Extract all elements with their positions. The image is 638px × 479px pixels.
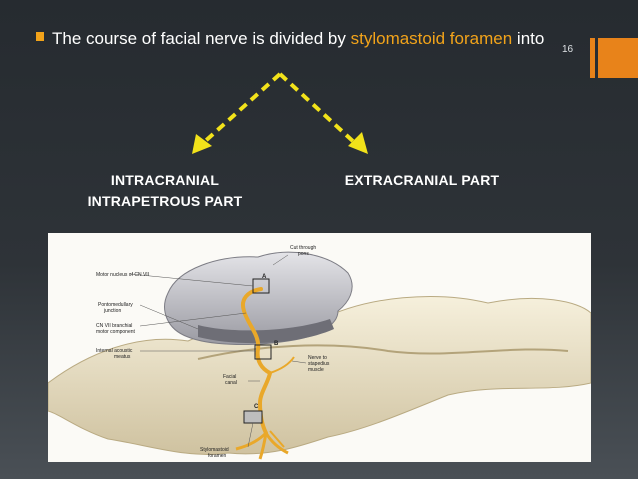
square-bullet-icon bbox=[36, 32, 44, 41]
label-pontomedullary-1: Pontomedullary bbox=[98, 302, 133, 308]
pons-cut-face bbox=[198, 319, 334, 344]
facial-nerve-branch bbox=[264, 432, 289, 455]
leader-stapedius bbox=[291, 360, 307, 364]
division-arrows bbox=[192, 72, 368, 154]
stapedius-nerve bbox=[269, 356, 295, 374]
facial-nerve-illustration: A B C Motor nucleus of CN VII Cut throug… bbox=[48, 233, 591, 462]
marker-box-c bbox=[243, 410, 263, 424]
label-facial-canal-2: canal bbox=[225, 380, 237, 386]
slide-number: 16 bbox=[562, 44, 574, 55]
arrow-left-head bbox=[192, 134, 212, 154]
label-branchial-1: CN VII branchial bbox=[96, 323, 132, 329]
pons-section bbox=[164, 251, 353, 345]
label-cut-through-1: Cut through bbox=[290, 245, 316, 251]
label-meatus-1: Internal acoustic bbox=[96, 348, 133, 354]
marker-box-b bbox=[254, 344, 272, 360]
bullet-text-after: into bbox=[512, 29, 545, 48]
leader-stylomastoid bbox=[247, 422, 254, 448]
label-facial-canal-1: Facial bbox=[223, 374, 236, 380]
bullet-point: The course of facial nerve is divided by… bbox=[36, 26, 556, 51]
bullet-text-before: The course of facial nerve is divided by bbox=[52, 29, 351, 48]
label-meatus-2: meatus bbox=[114, 354, 131, 360]
marker-a: A bbox=[262, 274, 267, 280]
intracranial-label: INTRACRANIAL INTRAPETROUS PART bbox=[87, 172, 243, 209]
leader-pontomedullary bbox=[139, 304, 199, 330]
facial-nerve-path bbox=[241, 287, 273, 435]
label-stapedius-1: Nerve to bbox=[308, 355, 327, 361]
label-branchial-2: motor component bbox=[96, 329, 136, 335]
leader-cut-through bbox=[272, 254, 289, 266]
leader-branchial bbox=[139, 312, 247, 327]
arrow-right-head bbox=[348, 132, 368, 154]
leader-motor-nucleus bbox=[129, 273, 254, 287]
label-cut-through-2: pons bbox=[298, 251, 309, 257]
facial-nerve-branch bbox=[258, 432, 268, 460]
label-stapedius-2: stapedius bbox=[308, 361, 330, 367]
accent-bar-block bbox=[598, 38, 638, 78]
nerve-pointer-arrow bbox=[269, 430, 285, 448]
arrow-right-line bbox=[278, 72, 358, 146]
bullet-text: The course of facial nerve is divided by… bbox=[52, 26, 556, 51]
marker-c: C bbox=[254, 404, 259, 410]
label-stylomastoid-2: foramen bbox=[208, 453, 227, 459]
extracranial-label: EXTRACRANIAL PART bbox=[344, 172, 500, 188]
highlight-term: stylomastoid foramen bbox=[350, 29, 513, 48]
accent-bar-thin bbox=[590, 38, 595, 78]
label-stylomastoid-1: Stylomastoid bbox=[200, 447, 229, 453]
arrow-left-line bbox=[200, 72, 282, 146]
label-motor-nucleus: Motor nucleus of CN VII bbox=[96, 272, 149, 278]
label-pontomedullary-2: junction bbox=[103, 308, 121, 314]
label-stapedius-3: muscle bbox=[308, 367, 324, 373]
marker-b: B bbox=[274, 341, 279, 347]
facial-nerve-branch bbox=[235, 431, 268, 451]
